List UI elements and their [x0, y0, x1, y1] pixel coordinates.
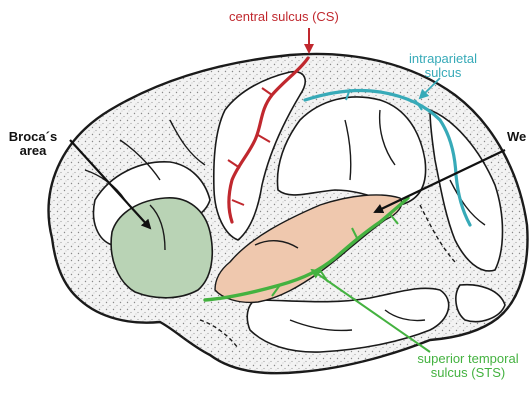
broca-label: Broca´s area — [4, 130, 62, 158]
wernicke-label: We — [507, 130, 526, 144]
sts-label-line1: superior temporal — [405, 352, 531, 366]
broca-area — [111, 198, 212, 298]
wernicke-label-text: We — [507, 130, 526, 144]
broca-label-line1: Broca´s — [4, 130, 62, 144]
broca-label-line2: area — [4, 144, 62, 158]
central-sulcus-label-text: central sulcus (CS) — [229, 10, 339, 24]
intraparietal-label-line1: intraparietal — [396, 52, 490, 66]
central-sulcus-label: central sulcus (CS) — [229, 10, 339, 24]
intraparietal-label-line2: sulcus — [396, 66, 490, 80]
sts-label-line2: sulcus (STS) — [405, 366, 531, 380]
sts-label: superior temporal sulcus (STS) — [405, 352, 531, 380]
intraparietal-label: intraparietal sulcus — [396, 52, 490, 80]
